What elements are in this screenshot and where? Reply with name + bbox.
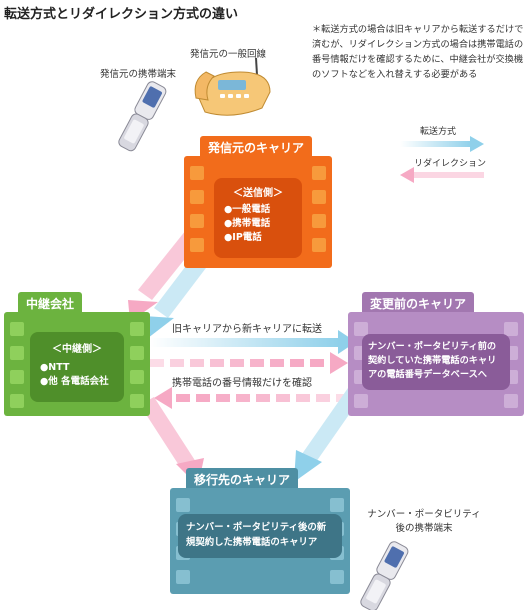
new-carrier-building: ナンバー・ポータビリティ後の新規契約した携帯電話のキャリア — [170, 488, 350, 594]
arrow-relay-to-old-transfer — [150, 330, 356, 354]
origin-item: ●IP電話 — [224, 232, 262, 243]
old-carrier-panel: ナンバー・ポータビリティ前の契約していた携帯電話のキャリアの電話番号データベース… — [362, 334, 510, 390]
check-arrow-label: 携帯電話の番号情報だけを確認 — [172, 378, 312, 389]
legend-redirect-label: リダイレクション — [414, 159, 487, 169]
origin-item: ●携帯電話 — [224, 218, 271, 229]
new-carrier-panel: ナンバー・ポータビリティ後の新規契約した携帯電話のキャリア — [178, 514, 342, 558]
landline-origin-label: 発信元の一般回線 — [190, 49, 267, 60]
relay-tab: 中継会社 — [18, 292, 83, 315]
new-carrier-tab: 移行先のキャリア — [186, 468, 299, 491]
legend-redirect-arrow — [400, 167, 484, 183]
arrow-relay-to-old-redirect — [150, 352, 348, 374]
origin-carrier-building: ＜送信側＞ ●一般電話 ●携帯電話 ●IP電話 — [184, 156, 332, 268]
transfer-arrow-label: 旧キャリアから新キャリアに転送 — [172, 324, 322, 335]
page-title: 転送方式とリダイレクション方式の違い — [4, 7, 239, 22]
origin-carrier-panel: ＜送信側＞ ●一般電話 ●携帯電話 ●IP電話 — [214, 178, 302, 258]
relay-item: ●NTT — [40, 362, 70, 373]
arrow-old-to-new-transfer — [294, 388, 362, 482]
relay-item: ●他 各電話会社 — [40, 376, 109, 387]
origin-carrier-tab: 発信元のキャリア — [200, 136, 313, 159]
relay-panel: ＜中継側＞ ●NTT ●他 各電話会社 — [30, 332, 124, 402]
arrow-old-to-relay-redirect — [154, 387, 350, 409]
legend-transfer-arrow — [400, 136, 484, 152]
origin-carrier-heading: ＜送信側＞ — [233, 188, 283, 199]
relay-building: ＜中継側＞ ●NTT ●他 各電話会社 — [4, 312, 150, 416]
legend-transfer-label: 転送方式 — [420, 127, 457, 137]
footnote: ＊転送方式の場合は旧キャリアから転送するだけで済むが、リダイレクション方式の場合… — [312, 24, 524, 80]
old-carrier-building: ナンバー・ポータビリティ前の契約していた携帯電話のキャリアの電話番号データベース… — [348, 312, 524, 416]
old-carrier-tab: 変更前のキャリア — [362, 292, 475, 315]
relay-heading: ＜中継側＞ — [52, 344, 102, 355]
origin-item: ●一般電話 — [224, 204, 271, 215]
mobile-after-label: ナンバー・ポータビリティ後の携帯端末 — [367, 509, 481, 534]
mobile-origin-label: 発信元の携帯端末 — [100, 69, 177, 80]
